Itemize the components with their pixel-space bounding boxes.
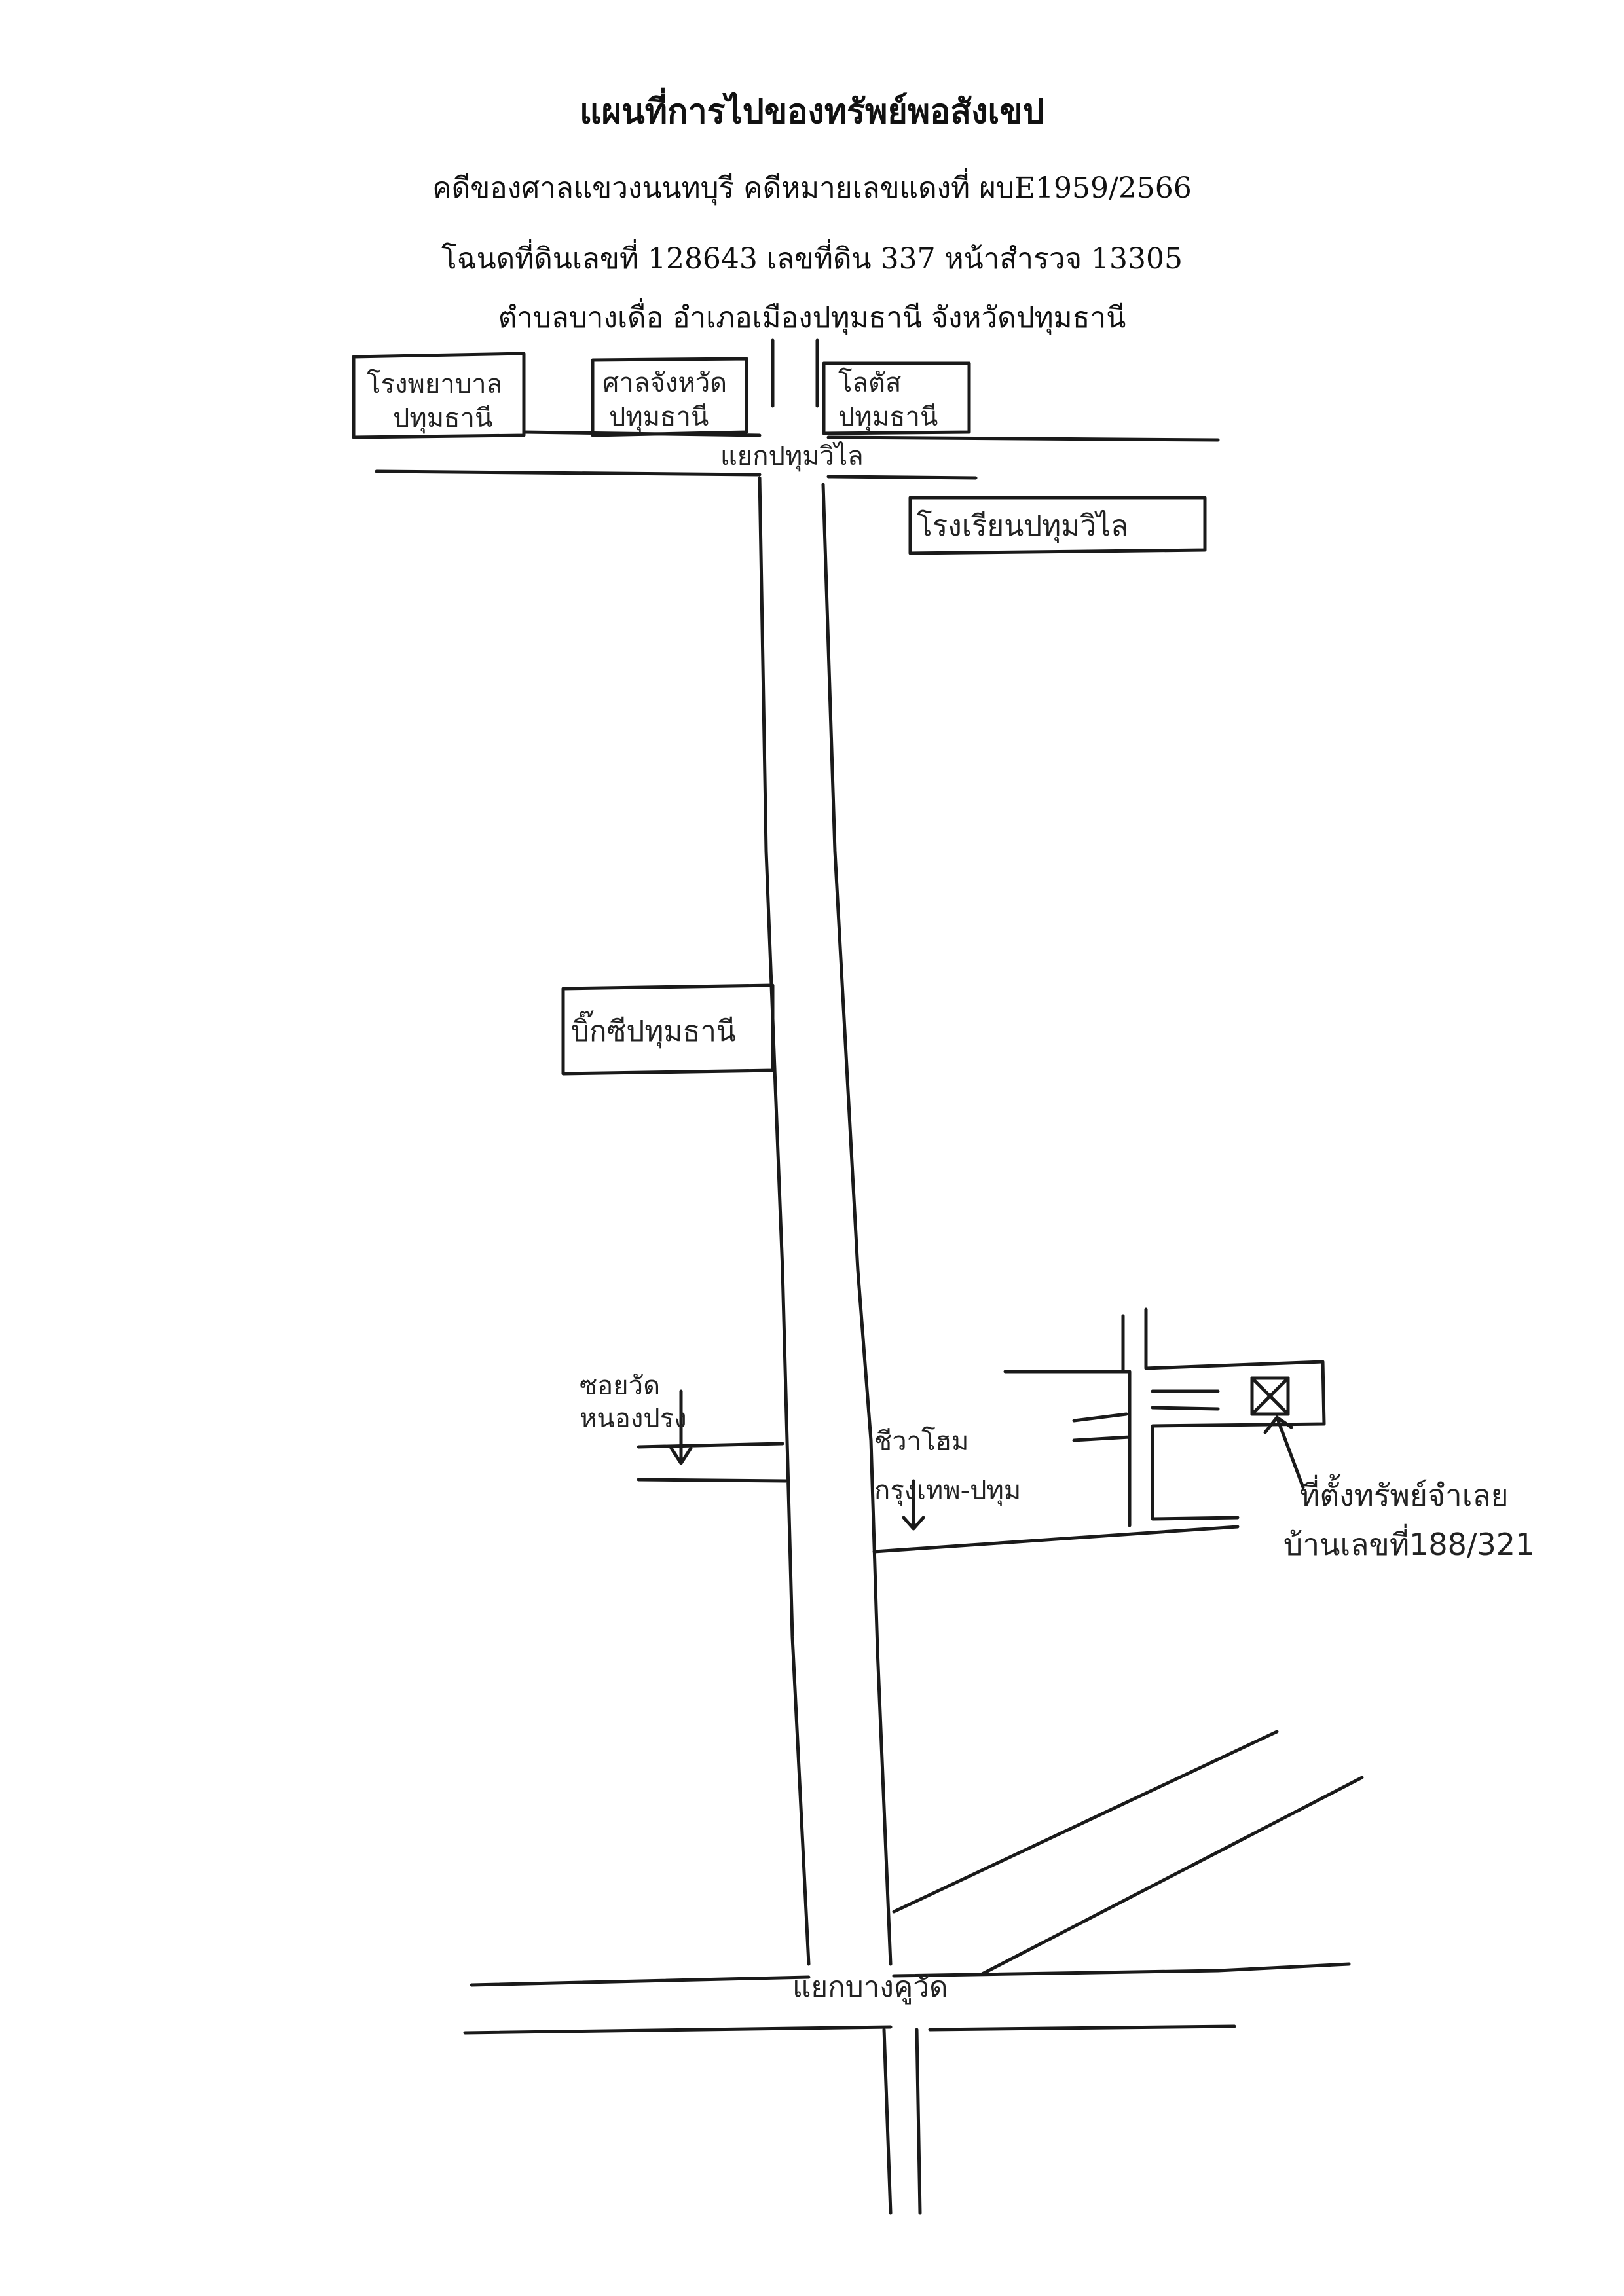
bottom-crossroad-upper <box>470 1962 1351 1987</box>
village-arrow <box>902 1479 925 1531</box>
courthouse-box <box>591 357 748 437</box>
property-marker-x <box>1250 1376 1290 1416</box>
bigc-label: บิ๊กซีปทุมธานี <box>571 1010 736 1049</box>
village-label-line1: ชีวาโฮม <box>874 1427 969 1457</box>
case-number-line: คดีของศาลแขวงนนทบุรี คดีหมายเลขแดงที่ ผบ… <box>432 172 1192 205</box>
courthouse-label-line1: ศาลจังหวัด <box>602 368 727 398</box>
property-block <box>1003 1307 1326 1527</box>
page-title: แผนที่การไปของทรัพย์พอสังเขป <box>580 92 1044 132</box>
property-marker-box <box>1250 1376 1290 1416</box>
school-box <box>908 496 1207 555</box>
hospital-label-line1: โรงพยาบาล <box>367 369 502 399</box>
soi-wat-road-lower <box>637 1478 788 1483</box>
main-road-right-edge <box>815 338 893 1966</box>
top-junction-label: แยกปทุมวิไล <box>720 441 864 472</box>
property-label-line1: ที่ตั้งทรัพย์จำเลย <box>1300 1474 1509 1513</box>
village-road-lower <box>872 1525 1240 1554</box>
soi-wat-label-line2: หนองปรง <box>580 1404 687 1434</box>
soi-wat-label-line1: ซอยวัด <box>580 1371 660 1401</box>
diagonal-road-lower <box>980 1776 1364 1976</box>
courthouse-label-line2: ปทุมธานี <box>609 402 709 433</box>
village-label-line2: กรุงเทพ-ปทุม <box>874 1476 1021 1506</box>
lotus-box <box>822 361 971 435</box>
school-label: โรงเรียนปทุมวิไล <box>917 509 1128 543</box>
top-crossroad-lower <box>375 469 978 480</box>
land-deed-line: โฉนดที่ดินเลขที่ 128643 เลขที่ดิน 337 หน… <box>441 242 1183 276</box>
soi-wat-arrow <box>669 1389 693 1465</box>
bottom-crossroad-lower <box>463 2024 1236 2035</box>
lotus-label-line1: โลตัส <box>838 368 901 398</box>
bigc-box <box>561 983 775 1076</box>
bottom-road-south <box>882 2028 922 2215</box>
property-arrow <box>1263 1415 1305 1489</box>
hospital-label-line2: ปทุมธานี <box>393 403 492 434</box>
location-line: ตำบลบางเดื่อ อำเภอเมืองปทุมธานี จังหวัดป… <box>498 301 1126 335</box>
hospital-box <box>352 352 526 439</box>
diagonal-road-upper <box>892 1730 1279 1914</box>
lotus-label-line2: ปทุมธานี <box>838 402 938 433</box>
soi-wat-road-upper <box>637 1442 784 1449</box>
bottom-junction-label: แยกบางคูวัด <box>792 1971 948 2005</box>
main-road-left-edge <box>758 338 811 1966</box>
property-label-line2: บ้านเลขที่188/321 <box>1283 1523 1534 1562</box>
